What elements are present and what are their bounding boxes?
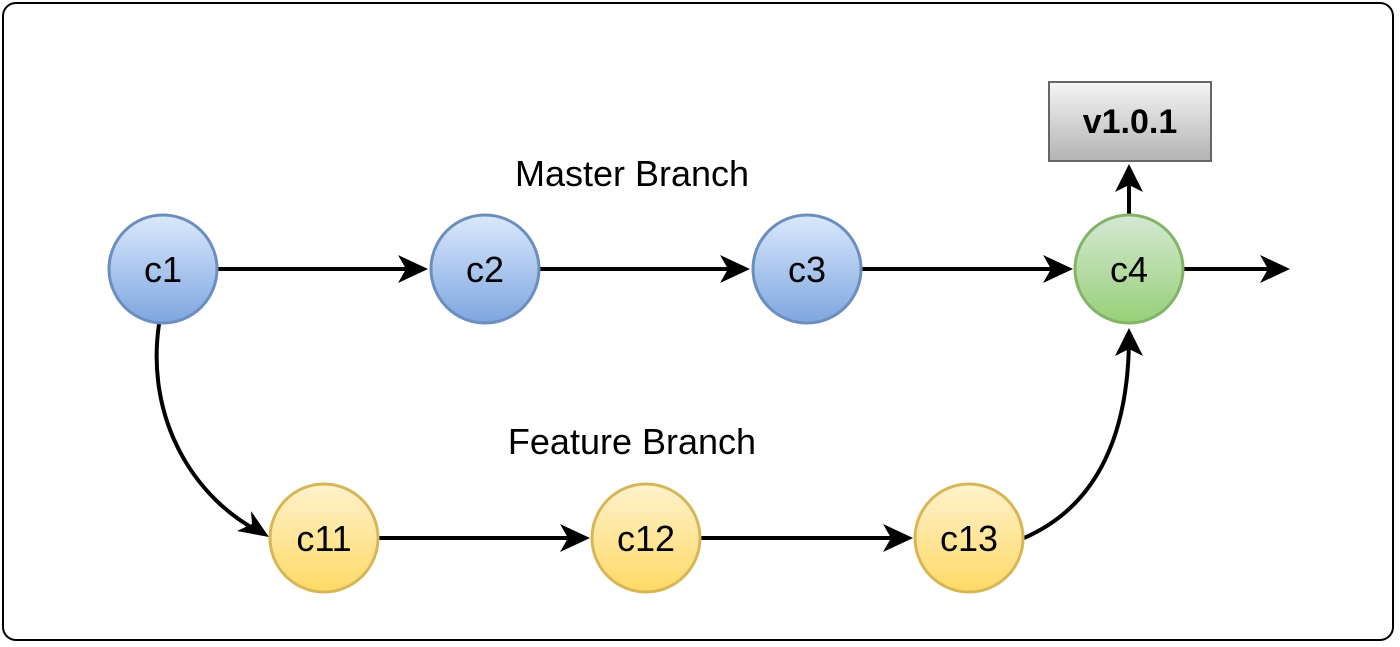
edge-arrow-c3-c4: [1043, 255, 1073, 283]
edge-c1-c11: [154, 323, 263, 535]
commit-c12-label: c12: [617, 518, 675, 559]
edge-arrow-c13-c4: [1115, 328, 1143, 356]
edge-c13-c4: [1023, 335, 1131, 540]
edge-arrow-c4-tag: [1115, 164, 1143, 192]
tag-box: [1048, 81, 1212, 162]
edge-arrow-c1-c2: [398, 255, 428, 283]
commit-c4-label: c4: [1110, 249, 1148, 290]
tag-v1-0-1: v1.0.1: [1048, 81, 1212, 162]
edge-arrow-c1-c11: [237, 511, 269, 537]
edges: [154, 164, 1290, 552]
feature-branch-label: Feature Branch: [508, 421, 756, 462]
commit-c11-label: c11: [296, 518, 351, 559]
commit-c2: c2: [429, 213, 541, 325]
edge-arrow-c11-c12: [560, 524, 590, 552]
commit-c11: c11: [268, 482, 380, 594]
commit-c12: c12: [590, 482, 702, 594]
commit-c3: c3: [751, 213, 863, 325]
commit-c13: c13: [913, 482, 1025, 594]
commit-c4: c4: [1073, 213, 1185, 325]
commit-c3-node: [751, 213, 863, 325]
commit-c3-label: c3: [788, 249, 826, 290]
edge-arrow-c2-c3: [720, 255, 750, 283]
commit-c12-node: [590, 482, 702, 594]
master-branch-label: Master Branch: [515, 153, 749, 194]
commit-c1-node: [107, 213, 219, 325]
commit-c1-label: c1: [144, 249, 182, 290]
edge-arrow-c12-c13: [883, 524, 913, 552]
commit-c13-label: c13: [940, 518, 998, 559]
edge-arrow-c4-out: [1260, 255, 1290, 283]
commit-c1: c1: [107, 213, 219, 325]
tag-label: v1.0.1: [1083, 103, 1178, 141]
commit-c11-node: [268, 482, 380, 594]
commit-c4-node: [1073, 213, 1185, 325]
commit-c2-node: [429, 213, 541, 325]
commit-c2-label: c2: [466, 249, 504, 290]
commit-c13-node: [913, 482, 1025, 594]
